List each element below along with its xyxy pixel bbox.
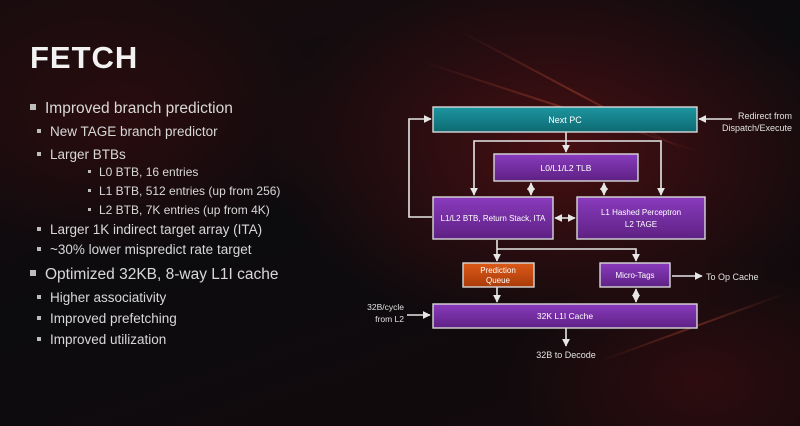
bullet-level3: L1 BTB, 512 entries (up from 256) (88, 184, 280, 198)
btb-label: L1/L2 BTB, Return Stack, ITA (441, 214, 546, 223)
micro-tags-block: Micro-Tags (599, 262, 671, 288)
bullet-marker (88, 169, 91, 173)
prediction-queue-label-line1: Prediction (480, 266, 516, 275)
bullet-level2: Improved utilization (37, 332, 166, 347)
l1i-cache-label: 32K L1I Cache (537, 311, 594, 321)
bullet-level1: Improved branch prediction (30, 100, 233, 118)
bullet-text: Larger 1K indirect target array (ITA) (50, 222, 263, 237)
to-decode-label: 32B to Decode (536, 350, 596, 360)
next-pc-label: Next PC (548, 115, 582, 125)
bullet-level2: Improved prefetching (37, 311, 177, 326)
arrow-next-pc-to-btb (470, 140, 566, 196)
bullet-marker (88, 207, 91, 211)
bullet-marker (30, 270, 36, 277)
prediction-queue-label-line2: Queue (486, 276, 511, 285)
l1i-cache-block: 32K L1I Cache (432, 303, 698, 329)
bullet-text: Larger BTBs (50, 147, 126, 162)
bullet-marker (37, 315, 41, 320)
btb-block: L1/L2 BTB, Return Stack, ITA (432, 196, 554, 240)
bullet-marker (37, 246, 41, 251)
bullet-text: Improved branch prediction (45, 100, 233, 117)
bullet-text: L1 BTB, 512 entries (up from 256) (99, 184, 281, 198)
micro-tags-label: Micro-Tags (615, 271, 654, 280)
op-cache-label: To Op Cache (706, 272, 759, 282)
bullet-text: New TAGE branch predictor (50, 124, 218, 139)
arrow-next-pc-to-perceptron (566, 140, 665, 196)
bullet-marker (37, 128, 41, 133)
tlb-label: L0/L1/L2 TLB (541, 163, 592, 173)
bullet-level2: Larger BTBs (37, 147, 126, 162)
bullet-level2: Higher associativity (37, 290, 166, 305)
bullet-text: Higher associativity (50, 290, 167, 305)
bullet-level1: Optimized 32KB, 8-way L1I cache (30, 266, 278, 284)
bullet-marker (37, 336, 41, 341)
bullet-marker (37, 294, 41, 299)
bullet-text: Improved prefetching (50, 311, 177, 326)
from-l2-label-line1: 32B/cycle (367, 302, 404, 312)
bullet-text: L0 BTB, 16 entries (99, 165, 199, 179)
prediction-queue-block: Prediction Queue (462, 262, 535, 288)
redirect-label-line1: Redirect from (738, 111, 792, 121)
perceptron-label-line2: L2 TAGE (625, 220, 657, 229)
bullet-text: L2 BTB, 7K entries (up from 4K) (99, 203, 270, 217)
arrow-btb-to-next-pc (408, 115, 432, 218)
bullet-marker (30, 104, 36, 111)
bullet-level3: L2 BTB, 7K entries (up from 4K) (88, 203, 270, 217)
bullet-marker (37, 151, 41, 156)
bullet-text: Optimized 32KB, 8-way L1I cache (45, 266, 279, 283)
bullet-level2: ~30% lower mispredict rate target (37, 242, 251, 257)
bullet-level3: L0 BTB, 16 entries (88, 165, 198, 179)
bullet-level2: Larger 1K indirect target array (ITA) (37, 222, 262, 237)
slide-title: FETCH (30, 40, 139, 75)
perceptron-label-line1: L1 Hashed Perceptron (601, 208, 681, 217)
bullet-text: ~30% lower mispredict rate target (50, 242, 252, 257)
tlb-block: L0/L1/L2 TLB (493, 153, 639, 182)
next-pc-block: Next PC (432, 106, 698, 133)
bullet-marker (37, 226, 41, 231)
perceptron-block: L1 Hashed Perceptron L2 TAGE (576, 196, 706, 240)
bullet-level2: New TAGE branch predictor (37, 124, 218, 139)
bullet-marker (88, 188, 91, 192)
arrow-btb-to-micro-tags (497, 248, 640, 262)
from-l2-label-line2: from L2 (375, 314, 404, 324)
redirect-label-line2: Dispatch/Execute (722, 123, 792, 133)
bullet-text: Improved utilization (50, 332, 167, 347)
connector-lines (407, 115, 732, 347)
